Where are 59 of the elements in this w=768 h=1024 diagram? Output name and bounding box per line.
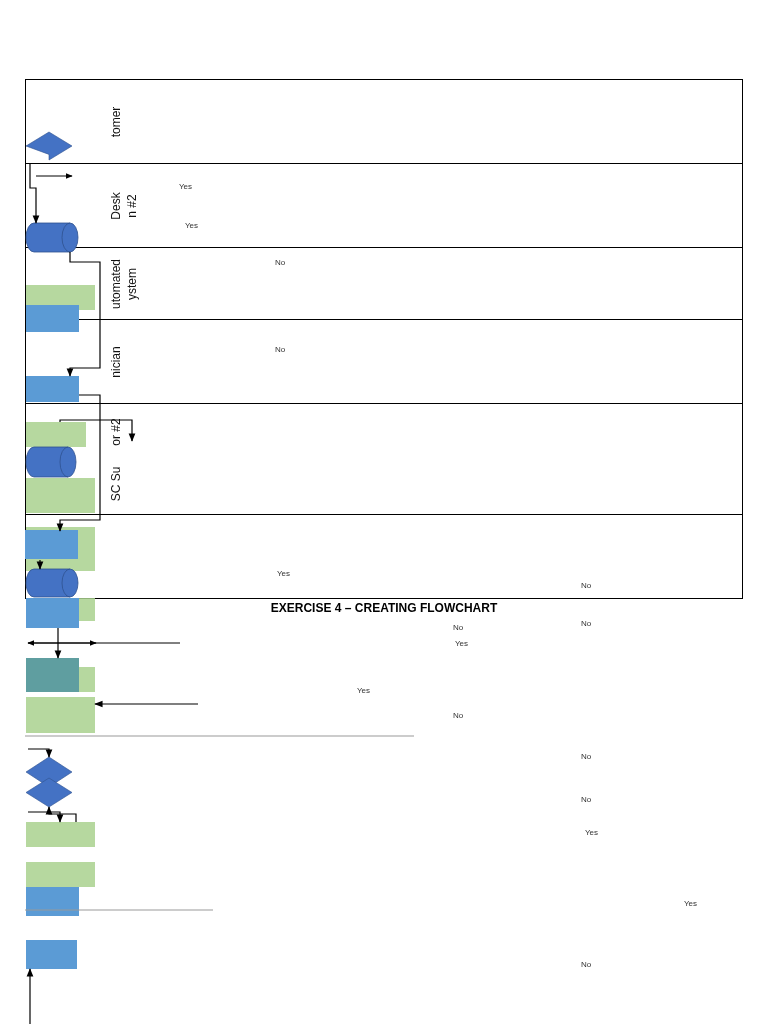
process-box	[26, 305, 79, 332]
decision-diamond	[26, 778, 72, 807]
branch-label: No	[453, 624, 464, 632]
arrow	[27, 811, 64, 823]
process-box	[26, 862, 95, 887]
branch-label: No	[581, 961, 592, 969]
arrow	[59, 419, 136, 442]
lane-label: SC Su	[110, 466, 122, 502]
swimlane	[25, 403, 743, 515]
process-box	[26, 940, 77, 969]
process-box	[26, 697, 95, 733]
lane-label: Desk	[110, 192, 122, 220]
branch-label: Yes	[185, 222, 199, 230]
process-box	[26, 527, 95, 571]
arrow	[27, 748, 53, 758]
off-page-connector	[26, 132, 72, 160]
branch-label: No	[275, 259, 286, 267]
branch-label: Yes	[179, 183, 193, 191]
branch-label: No	[581, 582, 592, 590]
database-cylinder	[26, 223, 78, 252]
branch-label: No	[581, 620, 592, 628]
lane-label: tomer	[110, 106, 122, 138]
process-box	[26, 598, 79, 628]
arrow	[54, 627, 62, 659]
branch-label: Yes	[684, 900, 698, 908]
arrow	[56, 394, 101, 532]
branch-label: No	[581, 753, 592, 761]
lane-label: nician	[110, 346, 122, 378]
database-cylinder	[26, 569, 78, 597]
arrow	[36, 559, 44, 570]
lane-label: utomated	[110, 259, 122, 309]
lane-label: n #2	[126, 194, 138, 218]
diagram-title: EXERCISE 4 – CREATING FLOWCHART	[269, 601, 499, 615]
branch-label: No	[581, 796, 592, 804]
process-box	[79, 598, 95, 621]
process-box	[26, 887, 79, 916]
branch-label: Yes	[277, 570, 291, 578]
process-box	[26, 422, 86, 447]
process-box	[79, 667, 95, 692]
arrow	[66, 251, 101, 377]
arrow	[45, 806, 77, 823]
lane-label: ystem	[126, 268, 138, 300]
process-box	[25, 530, 78, 559]
process-box	[26, 478, 95, 513]
branch-label: Yes	[357, 687, 371, 695]
branch-label: Yes	[585, 829, 599, 837]
arrow	[29, 163, 40, 224]
arrow	[94, 700, 199, 708]
process-box	[26, 376, 79, 402]
process-box	[26, 822, 95, 847]
database-cylinder	[26, 447, 76, 477]
process-box	[26, 658, 79, 692]
swimlane	[25, 514, 743, 599]
branch-label: No	[275, 346, 286, 354]
branch-label: No	[453, 712, 464, 720]
swimlane	[25, 79, 743, 164]
branch-label: Yes	[455, 640, 469, 648]
arrow	[26, 968, 34, 1024]
lane-label: or #2	[110, 418, 122, 446]
